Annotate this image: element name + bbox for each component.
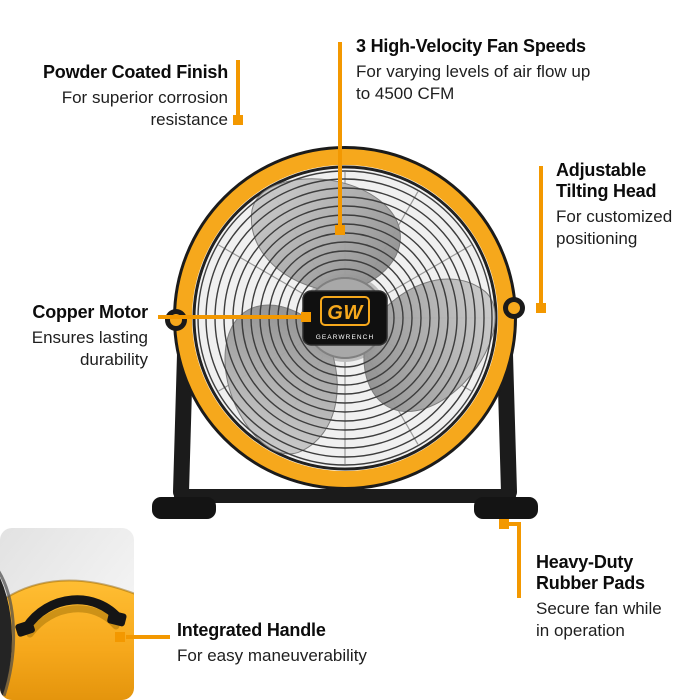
fan-speeds-dot: [335, 225, 345, 235]
fan-speeds-line: [338, 42, 342, 226]
hub-badge: GW GEARWRENCH: [302, 277, 388, 359]
hub-logo: GW: [327, 302, 364, 324]
callout-powder-finish: Powder Coated Finish For superior corros…: [20, 62, 228, 130]
integrated-handle-dot: [115, 632, 125, 642]
fan-speeds-title: 3 High-Velocity Fan Speeds: [356, 36, 586, 56]
rubber-pads-dot: [499, 519, 509, 529]
handle-closeup-photo: [0, 528, 134, 700]
tilting-head-desc: For customized positioning: [556, 207, 673, 249]
fan-speeds-desc: For varying levels of air flow up to 450…: [356, 62, 591, 103]
callout-copper-motor: Copper Motor Ensures lasting durability: [10, 302, 148, 370]
callout-rubber-pads: Heavy-Duty Rubber Pads Secure fan while …: [536, 552, 666, 642]
copper-motor-dot: [301, 312, 311, 322]
powder-finish-dot: [233, 115, 243, 125]
copper-motor-title: Copper Motor: [32, 302, 148, 322]
rubber-pads-line-v: [517, 522, 521, 598]
tilting-head-title: Adjustable Tilting Head: [556, 160, 657, 202]
callout-tilting-head: Adjustable Tilting Head For customized p…: [556, 160, 678, 250]
tilting-head-line: [539, 166, 543, 304]
integrated-handle-title: Integrated Handle: [177, 620, 326, 640]
copper-motor-line: [158, 315, 304, 319]
right-pivot-knob: [503, 297, 525, 319]
hub-brand-name: GEARWRENCH: [316, 334, 375, 341]
rubber-pads-line-h: [509, 522, 521, 526]
callout-fan-speeds: 3 High-Velocity Fan Speeds For varying l…: [356, 36, 604, 104]
left-pivot-knob: [165, 309, 187, 331]
rubber-pads-title: Heavy-Duty Rubber Pads: [536, 552, 645, 594]
powder-finish-line: [236, 60, 240, 116]
callout-integrated-handle: Integrated Handle For easy maneuverabili…: [177, 620, 407, 667]
handle-closeup-art: [0, 528, 134, 700]
tilting-head-dot: [536, 303, 546, 313]
left-rubber-pad: [152, 497, 216, 519]
integrated-handle-line: [126, 635, 170, 639]
copper-motor-desc: Ensures lasting durability: [31, 328, 148, 369]
right-rubber-pad: [474, 497, 538, 519]
integrated-handle-desc: For easy maneuverability: [177, 646, 367, 666]
powder-finish-desc: For superior corrosion resistance: [61, 88, 228, 129]
powder-finish-title: Powder Coated Finish: [42, 62, 228, 82]
rubber-pads-desc: Secure fan while in operation: [536, 599, 662, 641]
